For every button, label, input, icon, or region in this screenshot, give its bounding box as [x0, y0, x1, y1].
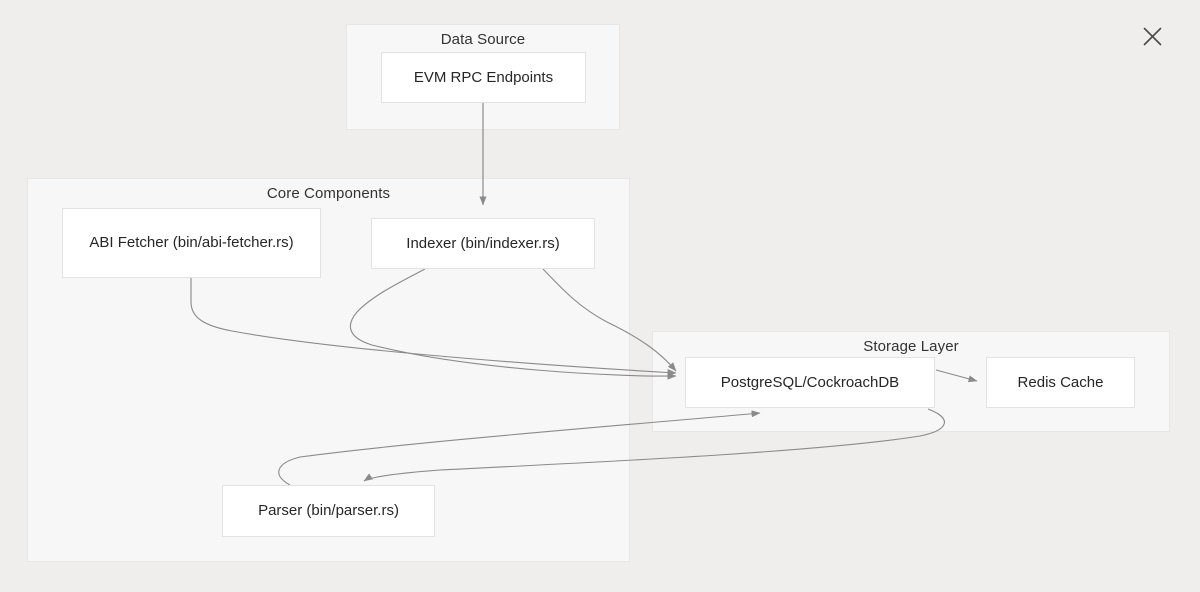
node-indexer[interactable]: Indexer (bin/indexer.rs) — [371, 218, 595, 269]
node-indexer-label: Indexer (bin/indexer.rs) — [406, 234, 560, 252]
close-button[interactable] — [1138, 22, 1166, 50]
node-evm-rpc-endpoints[interactable]: EVM RPC Endpoints — [381, 52, 586, 103]
node-parser-label: Parser (bin/parser.rs) — [258, 502, 399, 520]
cluster-data-source-title: Data Source — [440, 31, 526, 48]
node-postgresql-cockroachdb[interactable]: PostgreSQL/CockroachDB — [685, 357, 935, 408]
close-icon — [1143, 27, 1161, 45]
cluster-storage-layer-title: Storage Layer — [863, 338, 959, 355]
cluster-core-components-title: Core Components — [266, 185, 391, 202]
node-parser[interactable]: Parser (bin/parser.rs) — [222, 485, 435, 537]
node-abi-fetcher-label: ABI Fetcher (bin/abi-fetcher.rs) — [89, 234, 294, 252]
node-abi-fetcher[interactable]: ABI Fetcher (bin/abi-fetcher.rs) — [62, 208, 321, 278]
node-redis-cache-label: Redis Cache — [1017, 373, 1104, 391]
node-evm-rpc-endpoints-label: EVM RPC Endpoints — [413, 68, 554, 86]
node-redis-cache[interactable]: Redis Cache — [986, 357, 1135, 408]
node-postgresql-cockroachdb-label: PostgreSQL/CockroachDB — [720, 373, 900, 391]
